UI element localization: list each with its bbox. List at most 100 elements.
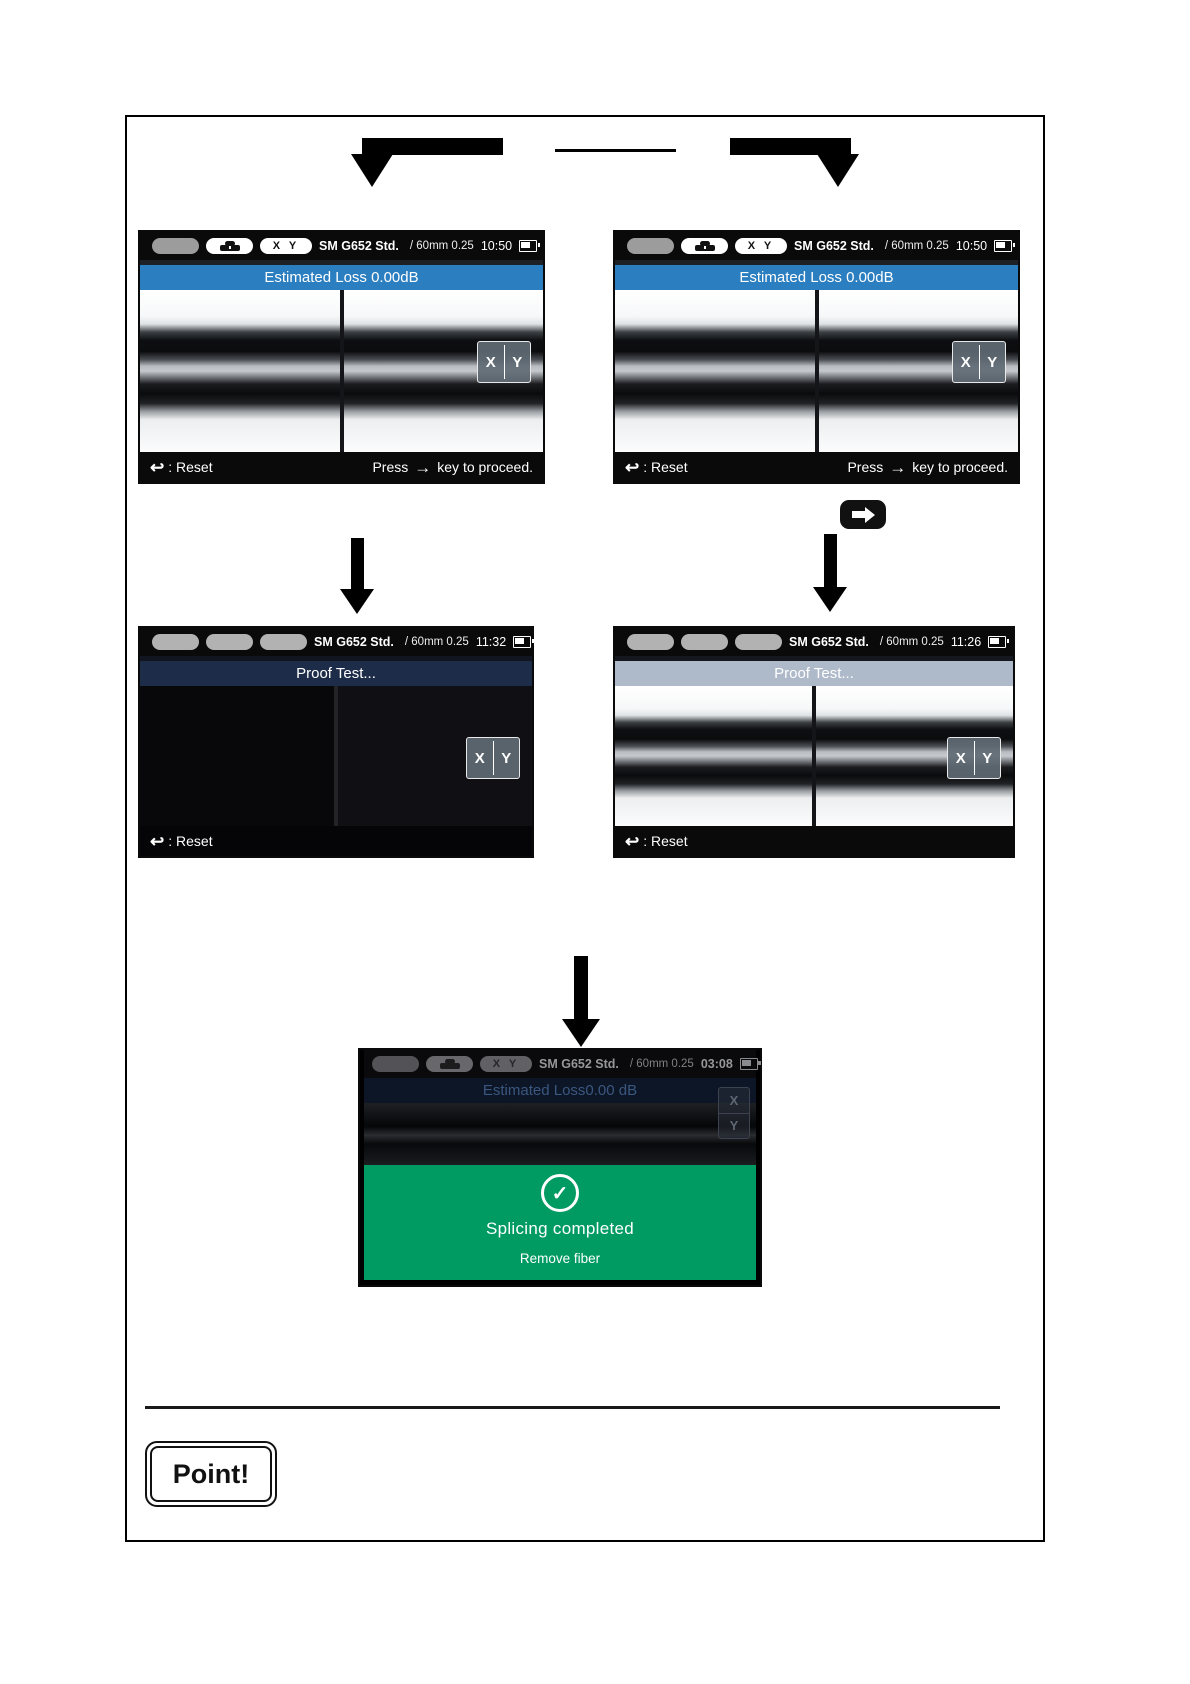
status-bar: SM G652 Std. / 60mm 0.25 11:32 xyxy=(140,628,535,656)
fiber-image-x xyxy=(615,686,812,826)
xy-separator xyxy=(503,345,505,379)
xy-mode-pill: X Y xyxy=(260,238,312,254)
clock: 10:50 xyxy=(480,239,513,253)
y-view-label: Y xyxy=(729,1118,739,1134)
press-label: Press xyxy=(372,459,409,475)
elbow-arrow-left-head xyxy=(351,154,393,187)
screen-splicing-completed: X Y SM G652 Std. / 60mm 0.25 03:08 Estim… xyxy=(360,1050,761,1285)
status-pill xyxy=(735,634,782,650)
xy-view-badge: X Y xyxy=(947,737,1001,779)
xy-view-badge: X Y xyxy=(477,341,531,383)
status-bar: X Y SM G652 Std. / 60mm 0.25 10:50 xyxy=(615,232,1018,260)
estimated-loss-title: Estimated Loss 0.00dB xyxy=(140,265,543,290)
reset-label: : Reset xyxy=(168,833,213,849)
battery-icon xyxy=(739,1058,761,1070)
sleeve-mode-label: / 60mm 0.25 xyxy=(879,636,944,648)
fiber-view: X Y xyxy=(615,290,1018,452)
status-pill xyxy=(260,634,307,650)
back-arrow-icon: ↩ xyxy=(625,457,640,477)
splicer-icon xyxy=(206,238,253,254)
xy-view-badge-dim: X Y xyxy=(718,1087,750,1139)
proof-test-title: Proof Test... xyxy=(140,661,532,686)
y-view-label: Y xyxy=(982,749,993,767)
point-label: Point! xyxy=(150,1446,272,1502)
reset-label: : Reset xyxy=(168,459,213,475)
proceed-label: key to proceed. xyxy=(437,459,533,475)
back-arrow-icon: ↩ xyxy=(150,831,165,851)
status-bar: SM G652 Std. / 60mm 0.25 11:26 xyxy=(615,628,1013,656)
clock: 10:50 xyxy=(955,239,988,253)
elbow-arrow-left-bar xyxy=(362,138,503,155)
x-view-label: X xyxy=(960,353,971,371)
reset-label: : Reset xyxy=(643,459,688,475)
down-arrow-right-shaft xyxy=(824,534,837,588)
status-pill xyxy=(681,634,728,650)
status-pill xyxy=(152,238,199,254)
strip xyxy=(615,260,1018,265)
remove-fiber-label: Remove fiber xyxy=(519,1251,601,1266)
clock: 03:08 xyxy=(700,1057,733,1071)
fiber-view-divider xyxy=(334,686,338,826)
proceed-hint: Press → key to proceed. xyxy=(372,459,533,476)
y-view-label: Y xyxy=(501,749,512,767)
sleeve-mode-label: / 60mm 0.25 xyxy=(404,636,469,648)
fiber-type-label: SM G652 Std. xyxy=(539,1057,619,1071)
down-arrow-left-shaft xyxy=(351,538,364,590)
fiber-type-label: SM G652 Std. xyxy=(314,635,394,649)
fiber-type-label: SM G652 Std. xyxy=(789,635,869,649)
proceed-arrow-icon: → xyxy=(414,457,432,477)
fiber-view: X Y xyxy=(140,290,543,452)
status-bar: X Y SM G652 Std. / 60mm 0.25 10:50 xyxy=(140,232,543,260)
screen-estimated-loss-left: X Y SM G652 Std. / 60mm 0.25 10:50 Estim… xyxy=(140,232,543,482)
battery-icon xyxy=(994,240,1016,252)
reset-label: : Reset xyxy=(643,833,688,849)
fiber-view-dim: X Y xyxy=(364,1087,756,1165)
estimated-loss-title: Estimated Loss 0.00dB xyxy=(615,265,1018,290)
down-arrow-center-head xyxy=(562,1019,600,1047)
x-view-label: X xyxy=(485,353,496,371)
elbow-arrow-right-bar xyxy=(730,138,851,155)
xy-separator xyxy=(973,741,975,775)
xy-mode-pill: X Y xyxy=(735,238,787,254)
battery-icon xyxy=(519,240,541,252)
xy-view-badge: X Y xyxy=(466,737,520,779)
proceed-hint: Press → key to proceed. xyxy=(847,459,1008,476)
sleeve-mode-label: / 60mm 0.25 xyxy=(409,240,474,252)
back-arrow-icon: ↩ xyxy=(150,457,165,477)
fiber-view: X Y xyxy=(615,686,1013,826)
fiber-view-divider xyxy=(814,290,819,452)
footer-bar: ↩ : Reset xyxy=(140,826,532,856)
sleeve-mode-label: / 60mm 0.25 xyxy=(884,240,949,252)
status-pill xyxy=(627,634,674,650)
splicing-completed-label: Splicing completed xyxy=(485,1219,635,1238)
status-pill xyxy=(152,634,199,650)
dark-camera-view: X Y xyxy=(140,686,532,826)
page-border xyxy=(125,115,1045,1542)
screen-proof-test-fibers: SM G652 Std. / 60mm 0.25 11:26 Proof Tes… xyxy=(615,628,1013,856)
strip xyxy=(140,260,543,265)
clock: 11:26 xyxy=(950,635,982,649)
clock: 11:32 xyxy=(475,635,507,649)
fiber-image-x xyxy=(140,290,340,452)
down-arrow-center-shaft xyxy=(574,956,588,1020)
fiber-view-divider xyxy=(339,290,344,452)
success-panel: ✓ Splicing completed Remove fiber xyxy=(364,1165,756,1280)
connector-line xyxy=(555,149,676,152)
status-bar-dim: X Y SM G652 Std. / 60mm 0.25 03:08 xyxy=(364,1050,761,1078)
y-view-label: Y xyxy=(987,353,998,371)
fiber-image-x xyxy=(615,290,815,452)
point-callout: Point! xyxy=(145,1441,277,1507)
elbow-arrow-right-head xyxy=(817,154,859,187)
fiber-type-label: SM G652 Std. xyxy=(794,239,874,253)
splicer-icon xyxy=(681,238,728,254)
footer-bar: ↩ : Reset xyxy=(615,826,1013,856)
xy-view-badge: X Y xyxy=(952,341,1006,383)
camera-x xyxy=(140,686,334,826)
set-key-arrow-tip xyxy=(864,506,875,523)
xy-separator xyxy=(492,741,494,775)
xy-mode-pill: X Y xyxy=(480,1056,532,1072)
press-label: Press xyxy=(847,459,884,475)
down-arrow-left-head xyxy=(340,589,374,614)
down-arrow-right-head xyxy=(813,587,847,612)
check-icon: ✓ xyxy=(541,1174,579,1212)
